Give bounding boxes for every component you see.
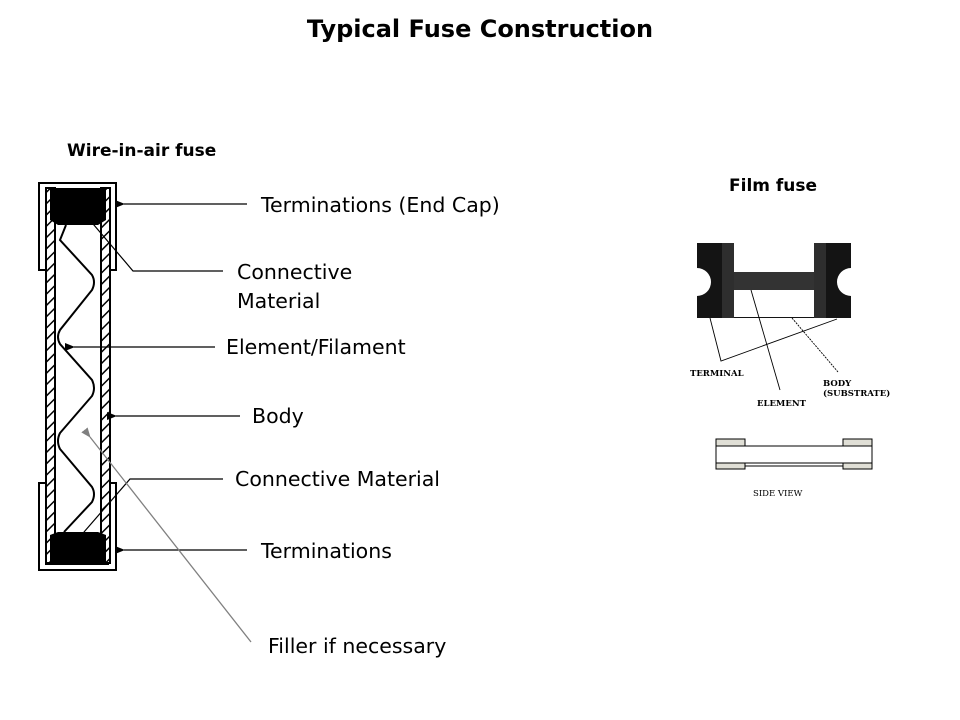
label-filler: Filler if necessary — [268, 634, 447, 658]
wire-in-air-leaders — [65, 200, 252, 643]
leader-connective-bottom — [75, 478, 223, 542]
filament-wire — [57, 224, 95, 533]
label-connective-material-bottom: Connective Material — [235, 467, 440, 491]
label-body-line2: (SUBSTRATE) — [823, 389, 891, 399]
slide-title: Typical Fuse Construction — [306, 15, 654, 43]
label-element-filament: Element/Filament — [226, 335, 406, 359]
film-fuse-side-view — [715, 438, 873, 470]
label-terminations: Terminations — [261, 539, 392, 563]
leader-connective-top — [79, 208, 223, 272]
top-termination — [50, 188, 106, 225]
label-terminations-end-cap: Terminations (End Cap) — [261, 193, 500, 217]
leader-element — [750, 289, 781, 391]
body-wall-left — [45, 187, 56, 564]
wire-in-air-heading: Wire-in-air fuse — [67, 141, 217, 161]
leader-filler — [81, 427, 252, 643]
label-body-line1: BODY — [823, 379, 852, 389]
bottom-termination — [50, 532, 106, 563]
element-strip — [734, 272, 814, 290]
substrate-window-top — [734, 243, 814, 272]
label-side-view: SIDE VIEW — [753, 489, 803, 499]
substrate-window-bottom — [734, 290, 814, 317]
leader-body-substrate — [791, 317, 839, 373]
side-view-cap-right-top — [842, 438, 873, 447]
leader-terminal — [709, 317, 838, 362]
label-connective-material-top-line2: Material — [237, 289, 321, 313]
side-view-cap-left-bottom — [715, 462, 746, 470]
wire-in-air-fuse-drawing — [38, 182, 117, 571]
label-connective-material-top-line1: Connective — [237, 260, 353, 284]
terminal-band-left — [722, 243, 734, 318]
label-terminal: TERMINAL — [690, 369, 744, 379]
film-fuse-top-view — [697, 243, 851, 391]
terminal-band-right — [814, 243, 826, 318]
film-fuse-heading: Film fuse — [729, 176, 818, 196]
label-body: Body — [252, 404, 304, 428]
side-view-cap-right-bottom — [842, 462, 873, 470]
side-view-cap-left-top — [715, 438, 746, 447]
side-view-substrate — [715, 445, 873, 464]
label-element: ELEMENT — [757, 399, 806, 409]
